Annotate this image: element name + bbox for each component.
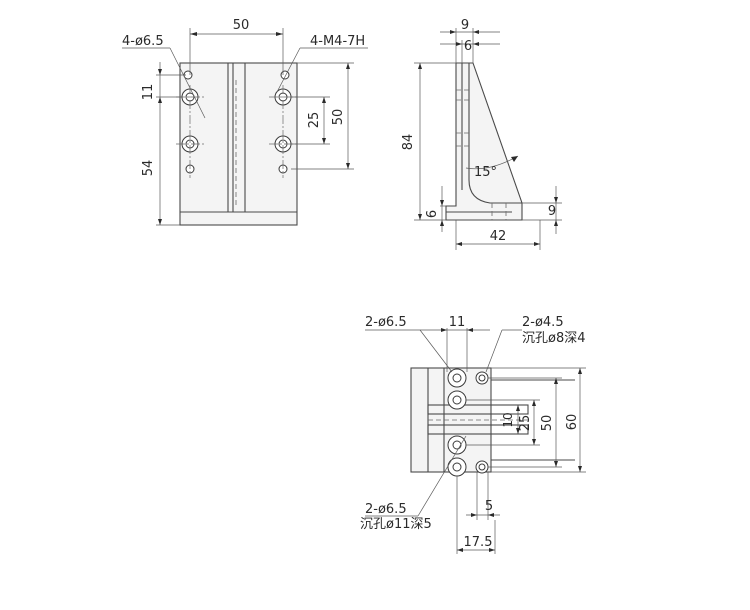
callout-threads: 4-M4-7H [310, 34, 365, 49]
dim-arrow [516, 428, 520, 434]
side-body [445, 62, 523, 221]
dim-arrow [554, 461, 558, 467]
callout-tr-2: 沉孔ø8深4 [522, 331, 586, 346]
dim-arrow [554, 197, 558, 203]
leader-line [169, 47, 206, 119]
dim-arrow [532, 400, 536, 406]
dim-arrow [158, 69, 162, 75]
dim-arrow [554, 378, 558, 384]
dim-5-label: 5 [485, 499, 493, 514]
callout-tl: 2-ø6.5 [365, 315, 407, 330]
leader-line [485, 329, 503, 373]
dim-arrow [473, 42, 479, 46]
dim-width-label: 50 [233, 18, 250, 33]
bottom-slot-upper [427, 404, 529, 415]
dim-arrow [473, 30, 479, 34]
dim-arrow [346, 163, 350, 169]
dim-arrow [418, 214, 422, 220]
dim-arrow [578, 368, 582, 374]
bottom-hole [452, 373, 462, 383]
dim-hole-spacing-label: 25 [307, 112, 322, 129]
dim-arrow [158, 97, 162, 103]
dim-arrow [456, 42, 462, 46]
dim-top-offset-label: 11 [141, 84, 156, 101]
dim-arrow [578, 466, 582, 472]
side-view: 9 6 84 15° 6 9 42 [401, 18, 562, 250]
dim-arrow [488, 513, 494, 517]
dim-arrow [276, 32, 283, 36]
bottom-view: 11 2-ø6.5 2-ø4.5 沉孔ø8深4 10 25 50 [360, 315, 586, 554]
dim-arrow [489, 548, 495, 552]
callout-bl-1: 2-ø6.5 [365, 502, 407, 517]
dim-arrow [516, 405, 520, 411]
leader-line [419, 329, 453, 373]
dim-bottom-label: 54 [141, 160, 156, 177]
dim-arrow [467, 328, 473, 332]
dim-height-label: 50 [331, 109, 346, 126]
dim-top-9-label: 9 [461, 18, 469, 33]
dim-arrow [450, 30, 456, 34]
dim-arrow [534, 242, 540, 246]
bottom-hole [478, 463, 486, 471]
bottom-hole [478, 374, 486, 382]
dim-arrow [158, 219, 162, 225]
dim-angle-label: 15° [474, 165, 497, 180]
dim-10-label: 10 [501, 412, 515, 427]
dim-17-5-label: 17.5 [464, 535, 493, 550]
dim-base-9-label: 9 [548, 204, 556, 219]
dim-50-label: 50 [540, 415, 555, 432]
dim-arrow [322, 97, 326, 103]
dim-top-6-label: 6 [464, 39, 472, 54]
bottom-slot-lower [427, 424, 529, 435]
front-hole [280, 70, 290, 80]
dim-length-label: 42 [490, 229, 507, 244]
bottom-hole [452, 462, 462, 472]
dim-arrow [440, 220, 444, 226]
dim-60-label: 60 [565, 414, 580, 431]
dim-arrow [511, 156, 518, 162]
dim-base-6-label: 6 [425, 210, 440, 218]
callout-bl-2: 沉孔ø11深5 [360, 517, 432, 532]
dim-top-11-label: 11 [449, 315, 466, 330]
side-inner-profile [468, 63, 522, 204]
dim-arrow [190, 32, 197, 36]
leader-line [417, 435, 467, 517]
front-view: 50 4-ø6.5 4-M4-7H 11 54 25 50 [122, 18, 368, 226]
callout-tr-1: 2-ø4.5 [522, 315, 564, 330]
dim-arrow [457, 548, 463, 552]
dim-arrow [346, 63, 350, 69]
dim-side-height-label: 84 [401, 134, 416, 151]
dim-arrow [456, 242, 462, 246]
dim-25-label: 25 [518, 415, 533, 432]
bottom-hole [452, 440, 462, 450]
dim-arrow [440, 200, 444, 206]
dim-arrow [322, 138, 326, 144]
dim-arrow [554, 220, 558, 226]
dim-arrow [441, 328, 447, 332]
bottom-hole [452, 395, 462, 405]
dim-arrow [471, 513, 477, 517]
dim-arrow [418, 63, 422, 69]
callout-holes: 4-ø6.5 [122, 34, 164, 49]
leader-line [276, 47, 301, 93]
dim-arrow [532, 439, 536, 445]
